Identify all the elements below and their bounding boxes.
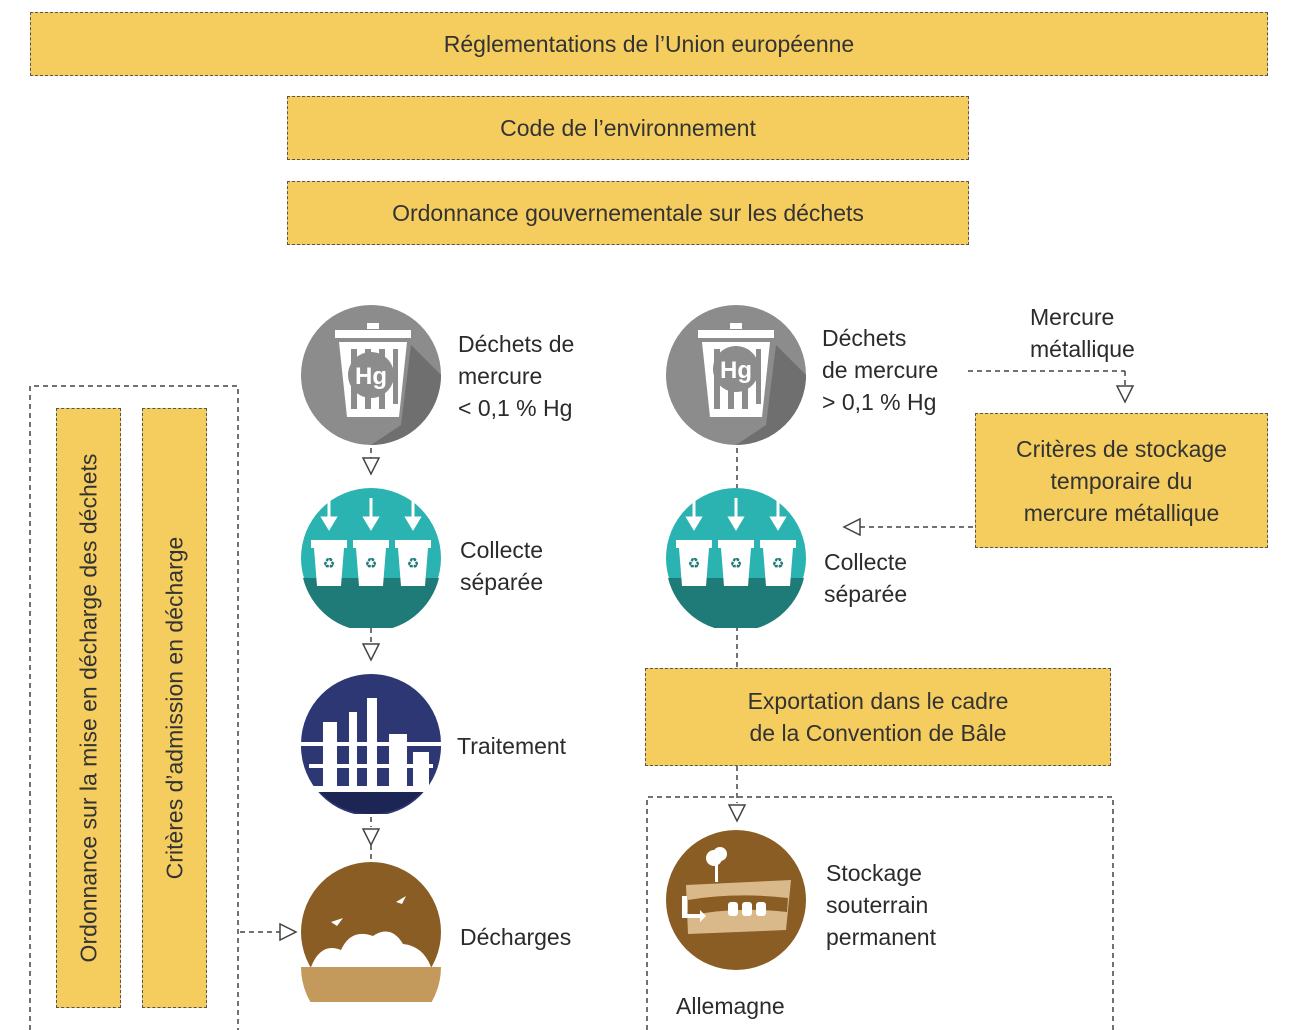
hg-symbol-right: Hg	[720, 357, 752, 384]
recycle-glyph-3: ♻	[407, 556, 420, 572]
treatment-plant-icon	[301, 674, 441, 814]
storage-criteria-box: Critères de stockage temporaire du mercu…	[975, 413, 1268, 548]
recycle-glyph-1: ♻	[323, 556, 336, 572]
export-basel-text: Exportation dans le cadre de la Conventi…	[747, 688, 1009, 746]
waste-ordinance-text: Ordonnance gouvernementale sur les déche…	[392, 200, 864, 226]
separate-collection-bins-icon: ♻ ♻ ♻	[301, 488, 441, 628]
landfill-ordinance-box: Ordonnance sur la mise en décharge des d…	[56, 408, 121, 1008]
recycle-glyph-4: ♻	[688, 556, 701, 572]
export-basel-box: Exportation dans le cadre de la Conventi…	[645, 668, 1111, 766]
left-waste-label: Déchets de mercure < 0,1 % Hg	[458, 331, 575, 421]
hg-symbol-left: Hg	[355, 363, 387, 390]
underground-storage-icon	[666, 830, 806, 970]
landfill-label: Décharges	[460, 924, 572, 950]
separate-collection-bins-icon-right: ♻ ♻ ♻	[666, 488, 806, 628]
eu-regulations-box: Réglementations de l’Union européenne	[30, 12, 1268, 76]
waste-ordinance-box: Ordonnance gouvernementale sur les déche…	[287, 181, 969, 245]
admission-criteria-text: Critères d’admission en décharge	[161, 536, 187, 880]
right-collection-label: Collecte séparée	[824, 549, 908, 607]
storage-criteria-text: Critères de stockage temporaire du mercu…	[1016, 435, 1227, 526]
left-collection-label: Collecte séparée	[460, 537, 544, 595]
environment-code-text: Code de l’environnement	[500, 115, 756, 141]
trash-bin-icon: Hg	[301, 305, 441, 445]
metallic-mercury-label: Mercure métallique	[1030, 304, 1135, 362]
recycle-glyph-5: ♻	[730, 556, 743, 572]
eu-regulations-text: Réglementations de l’Union européenne	[443, 31, 855, 57]
landfill-icon	[301, 862, 441, 1002]
recycle-glyph-6: ♻	[772, 556, 785, 572]
right-waste-label: Déchets de mercure > 0,1 % Hg	[822, 325, 939, 415]
treatment-label: Traitement	[457, 733, 567, 759]
environment-code-box: Code de l’environnement	[287, 96, 969, 160]
landfill-ordinance-text: Ordonnance sur la mise en décharge des d…	[75, 453, 101, 963]
underground-storage-label: Stockage souterrain permanent	[826, 860, 936, 950]
recycle-glyph-2: ♻	[365, 556, 378, 572]
admission-criteria-box: Critères d’admission en décharge	[142, 408, 207, 1008]
germany-label: Allemagne	[676, 993, 785, 1019]
trash-bin-icon-right: Hg	[666, 305, 806, 445]
